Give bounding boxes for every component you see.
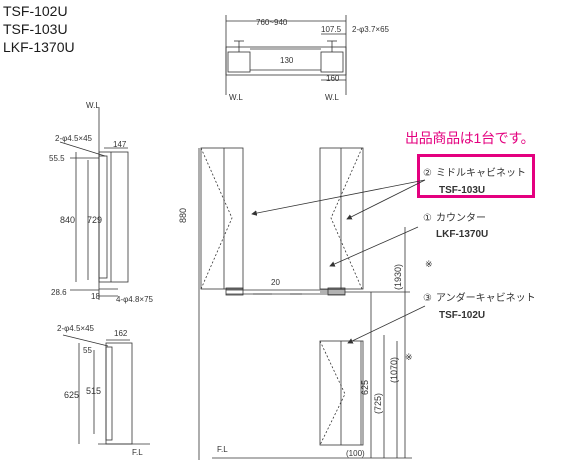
side-lower-screw: 2-φ4.5×45 (57, 324, 95, 333)
single-item-notice: 出品商品は1台です。 (405, 130, 535, 146)
callout-1-name: カウンター (436, 212, 486, 224)
side-upper-inner-height: 729 (87, 215, 102, 225)
front-counter-gap: 20 (271, 278, 280, 287)
top-screw-label: 2-φ3.7×65 (352, 25, 390, 34)
callout-1-number: ① (423, 213, 432, 224)
front-plinth-height: (100) (346, 449, 365, 458)
side-upper-screw: 2-φ4.5×45 (55, 134, 93, 143)
model-name: TSF-103U (3, 21, 68, 37)
side-lower-depth: 162 (114, 329, 128, 338)
side-lower-offset-top: 55 (83, 346, 92, 355)
side-lower-inner-height: 515 (86, 386, 101, 396)
callout-3-name: アンダーキャビネット (436, 291, 536, 304)
callout-3-number: ③ (423, 293, 432, 304)
top-wall-right: W.L (325, 93, 339, 102)
front-lower-base: (725) (373, 393, 383, 414)
side-upper-depth: 147 (113, 140, 127, 149)
callout-2-number: ② (423, 168, 432, 179)
top-side-width-label: 160 (326, 74, 340, 83)
callout-2-name: ミドルキャビネット (436, 167, 526, 179)
front-counter-mark: ※ (405, 352, 413, 362)
leader-lines (251, 179, 426, 344)
top-view (225, 15, 347, 95)
top-width-label: 760~940 (256, 18, 288, 27)
side-upper-gap: 18 (91, 292, 100, 301)
callout-3-model: TSF-102U (439, 310, 485, 321)
side-upper-screw-bottom: 4-φ4.8×75 (116, 295, 154, 304)
side-view-upper (59, 108, 129, 300)
front-lower-height: 625 (360, 380, 370, 395)
side-upper-offset-top: 55.5 (49, 154, 65, 163)
front-view (198, 147, 412, 460)
side-floor-label: F.L (132, 448, 143, 457)
front-floor-label: F.L (217, 445, 228, 454)
front-total-height: (1930) (393, 264, 403, 290)
side-upper-offset-bottom: 28.6 (51, 288, 67, 297)
callout-1-model: LKF-1370U (436, 229, 488, 240)
side-upper-height: 840 (60, 215, 75, 225)
front-counter-height: (1070) (389, 357, 399, 383)
top-wall-left: W.L (229, 93, 243, 102)
highlight-frame (417, 154, 535, 198)
front-cabinet-height: 880 (178, 208, 188, 223)
top-depth-label: 130 (280, 56, 294, 65)
model-name: LKF-1370U (3, 39, 75, 55)
side-lower-height: 625 (64, 390, 79, 400)
side-wall-label: W.L (86, 101, 100, 110)
model-list: TSF-102U TSF-103U LKF-1370U (3, 2, 75, 56)
top-offset-label: 107.5 (321, 25, 342, 34)
model-name: TSF-102U (3, 3, 68, 19)
side-view-lower (62, 334, 150, 445)
front-total-mark: ※ (425, 259, 433, 269)
callout-2-model: TSF-103U (439, 185, 485, 196)
